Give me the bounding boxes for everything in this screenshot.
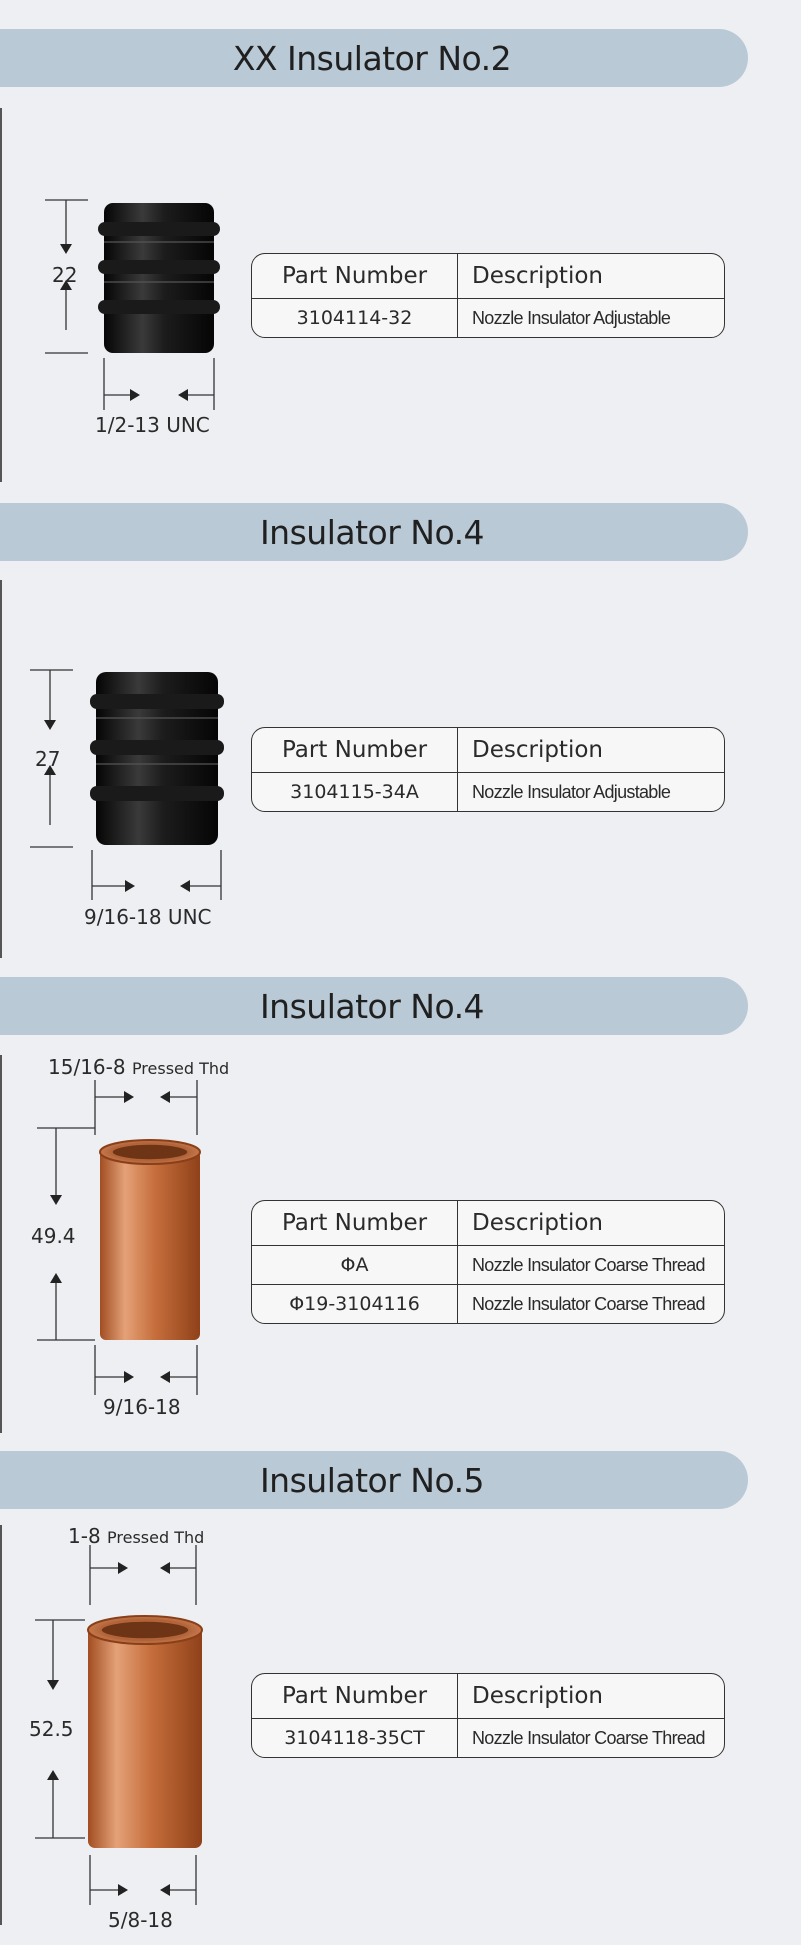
part-number-cell: 3104118-35CT (252, 1719, 458, 1757)
table-row: 3104115-34A Nozzle Insulator Adjustable (252, 772, 724, 811)
table-header: Part Number Description (252, 728, 724, 772)
table-row: ΦA Nozzle Insulator Coarse Thread (252, 1245, 724, 1284)
part-number-cell: Φ19-3104116 (252, 1285, 458, 1323)
insulator-black-2 (90, 672, 224, 845)
table-row: 3104118-35CT Nozzle Insulator Coarse Thr… (252, 1718, 724, 1757)
dim-height-4: 52.5 (29, 1717, 74, 1741)
part-table-3: Part Number Description ΦA Nozzle Insula… (251, 1200, 725, 1324)
dim-top-4: 1-8 Pressed Thd (68, 1524, 204, 1548)
header-description: Description (472, 263, 603, 289)
dim-top-3-note: Pressed Thd (131, 1059, 230, 1078)
dim-thread-4: 5/8-18 (108, 1908, 173, 1932)
dim-top-3-value: 15/16-8 (48, 1055, 126, 1079)
description-cell: Nozzle Insulator Coarse Thread (472, 1727, 705, 1748)
header-part-number: Part Number (252, 728, 458, 772)
section-2-rule (0, 580, 2, 958)
dim-thread-2: 9/16-18 UNC (84, 905, 212, 929)
header-part-number: Part Number (252, 254, 458, 298)
part-table-2: Part Number Description 3104115-34A Nozz… (251, 727, 725, 812)
table-row: Φ19-3104116 Nozzle Insulator Coarse Thre… (252, 1284, 724, 1323)
dim-top-4-value: 1-8 (68, 1524, 101, 1548)
section-1-title: XX Insulator No.2 (0, 29, 748, 87)
insulator-copper-2 (87, 1615, 203, 1848)
table-header: Part Number Description (252, 1201, 724, 1245)
insulator-copper-1 (99, 1139, 201, 1340)
section-4-rule (0, 1525, 2, 1925)
insulator-black-1 (98, 203, 220, 353)
header-description: Description (472, 1210, 603, 1236)
header-part-number: Part Number (252, 1674, 458, 1718)
table-header: Part Number Description (252, 254, 724, 298)
header-description: Description (472, 1683, 603, 1709)
header-description: Description (472, 737, 603, 763)
section-4-title: Insulator No.5 (0, 1451, 748, 1509)
description-cell: Nozzle Insulator Adjustable (472, 781, 671, 802)
dim-thread-3: 9/16-18 (103, 1395, 181, 1419)
part-table-1: Part Number Description 3104114-32 Nozzl… (251, 253, 725, 338)
dim-top-4-note: Pressed Thd (107, 1528, 205, 1547)
description-cell: Nozzle Insulator Coarse Thread (472, 1254, 705, 1275)
part-number-cell: 3104114-32 (252, 299, 458, 337)
header-part-number: Part Number (252, 1201, 458, 1245)
part-table-4: Part Number Description 3104118-35CT Noz… (251, 1673, 725, 1758)
part-number-cell: ΦA (252, 1246, 458, 1284)
section-3-rule (0, 1055, 2, 1433)
section-1-rule (0, 108, 2, 482)
dim-height-1: 22 (52, 263, 78, 287)
part-number-cell: 3104115-34A (252, 773, 458, 811)
section-3-title: Insulator No.4 (0, 977, 748, 1035)
description-cell: Nozzle Insulator Adjustable (472, 307, 671, 328)
dim-height-2: 27 (35, 747, 61, 771)
dim-height-3: 49.4 (31, 1224, 76, 1248)
table-header: Part Number Description (252, 1674, 724, 1718)
dim-thread-1: 1/2-13 UNC (95, 413, 210, 437)
table-row: 3104114-32 Nozzle Insulator Adjustable (252, 298, 724, 337)
description-cell: Nozzle Insulator Coarse Thread (472, 1293, 705, 1314)
section-2-title: Insulator No.4 (0, 503, 748, 561)
dim-top-3: 15/16-8 Pressed Thd (48, 1055, 229, 1079)
